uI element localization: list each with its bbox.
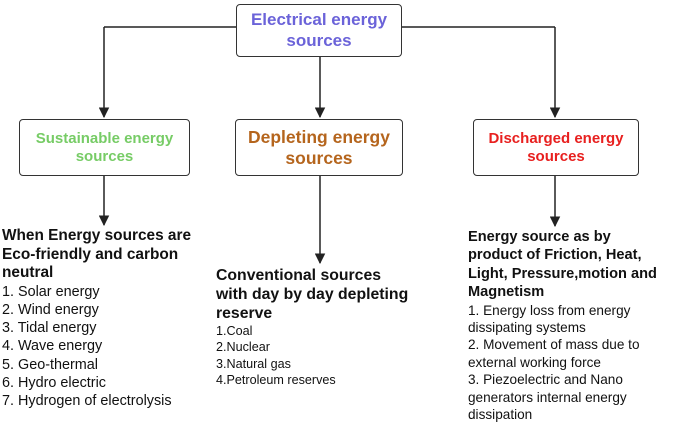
- heading-line: Eco-friendly and carbon: [2, 245, 179, 263]
- list-item: 3. Tidal energy: [2, 320, 97, 337]
- heading-line: Energy source as by: [468, 229, 611, 245]
- sustainable-description-heading: When Energy sources are Eco-friendly and…: [2, 227, 232, 283]
- node-label: Sustainable energy sources: [36, 130, 174, 166]
- list-item: dissipation: [468, 407, 533, 423]
- node-label: Depleting energy sources: [248, 127, 390, 169]
- heading-line: Conventional sources: [216, 267, 382, 284]
- node-title-line-1: Discharged energy: [488, 129, 624, 147]
- list-item: 5. Geo-thermal: [2, 356, 98, 373]
- sustainable-description: When Energy sources are Eco-friendly and…: [2, 227, 232, 411]
- list-item: 3. Piezoelectric and Nano: [468, 372, 623, 388]
- depleting-description: Conventional sources with day by day dep…: [216, 266, 516, 388]
- list-item: 4. Wave energy: [2, 338, 103, 355]
- node-depleting-energy-sources: Depleting energy sources: [235, 119, 403, 176]
- depleting-source-list: 1.Coal 2.Nuclear 3.Natural gas 4.Petrole…: [216, 323, 516, 388]
- heading-line: product of Friction, Heat,: [468, 247, 642, 264]
- list-item: 2.Nuclear: [216, 340, 270, 355]
- node-title-line-1: Sustainable energy: [35, 129, 174, 147]
- node-title-line-2: sources: [75, 147, 134, 165]
- node-discharged-energy-sources: Discharged energy sources: [473, 119, 639, 176]
- node-title-line-2: sources: [285, 147, 353, 168]
- heading-line: reserve: [216, 305, 273, 322]
- list-item: 1.Coal: [216, 324, 253, 338]
- depleting-description-heading: Conventional sources with day by day dep…: [216, 266, 516, 323]
- node-sustainable-energy-sources: Sustainable energy sources: [19, 119, 190, 176]
- list-item: dissipating systems: [468, 320, 586, 336]
- discharged-description-heading: Energy source as by product of Friction,…: [468, 228, 699, 302]
- list-item: 3.Natural gas: [216, 356, 291, 371]
- list-item: 4.Petroleum reserves: [216, 372, 336, 387]
- list-item: 2. Wind energy: [2, 301, 99, 318]
- root-node-label: Electrical energy sources: [251, 10, 387, 51]
- list-item: 1. Energy loss from energy: [468, 302, 631, 318]
- heading-line: When Energy sources are: [2, 227, 192, 244]
- root-title-line-1: Electrical energy: [250, 10, 388, 30]
- discharged-description: Energy source as by product of Friction,…: [468, 228, 699, 423]
- node-title-line-1: Depleting energy: [248, 126, 390, 147]
- list-item: 1. Solar energy: [2, 283, 100, 300]
- node-title-line-2: sources: [527, 147, 585, 165]
- heading-line: with day by day depleting: [216, 286, 409, 303]
- list-item: generators internal energy: [468, 389, 627, 405]
- heading-line: Light, Pressure,motion and: [468, 265, 657, 282]
- sustainable-source-list: 1. Solar energy 2. Wind energy 3. Tidal …: [2, 283, 232, 411]
- heading-line: neutral: [2, 264, 54, 281]
- discharged-source-list: 1. Energy loss from energy dissipating s…: [468, 302, 699, 423]
- list-item: 2. Movement of mass due to: [468, 337, 640, 353]
- list-item: external working force: [468, 354, 601, 370]
- root-node-electrical-energy-sources: Electrical energy sources: [236, 4, 402, 57]
- list-item: 7. Hydrogen of electrolysis: [2, 393, 172, 410]
- list-item: 6. Hydro electric: [2, 374, 106, 391]
- node-label: Discharged energy sources: [488, 130, 623, 166]
- heading-line: Magnetism: [468, 284, 545, 301]
- root-title-line-2: sources: [286, 30, 352, 50]
